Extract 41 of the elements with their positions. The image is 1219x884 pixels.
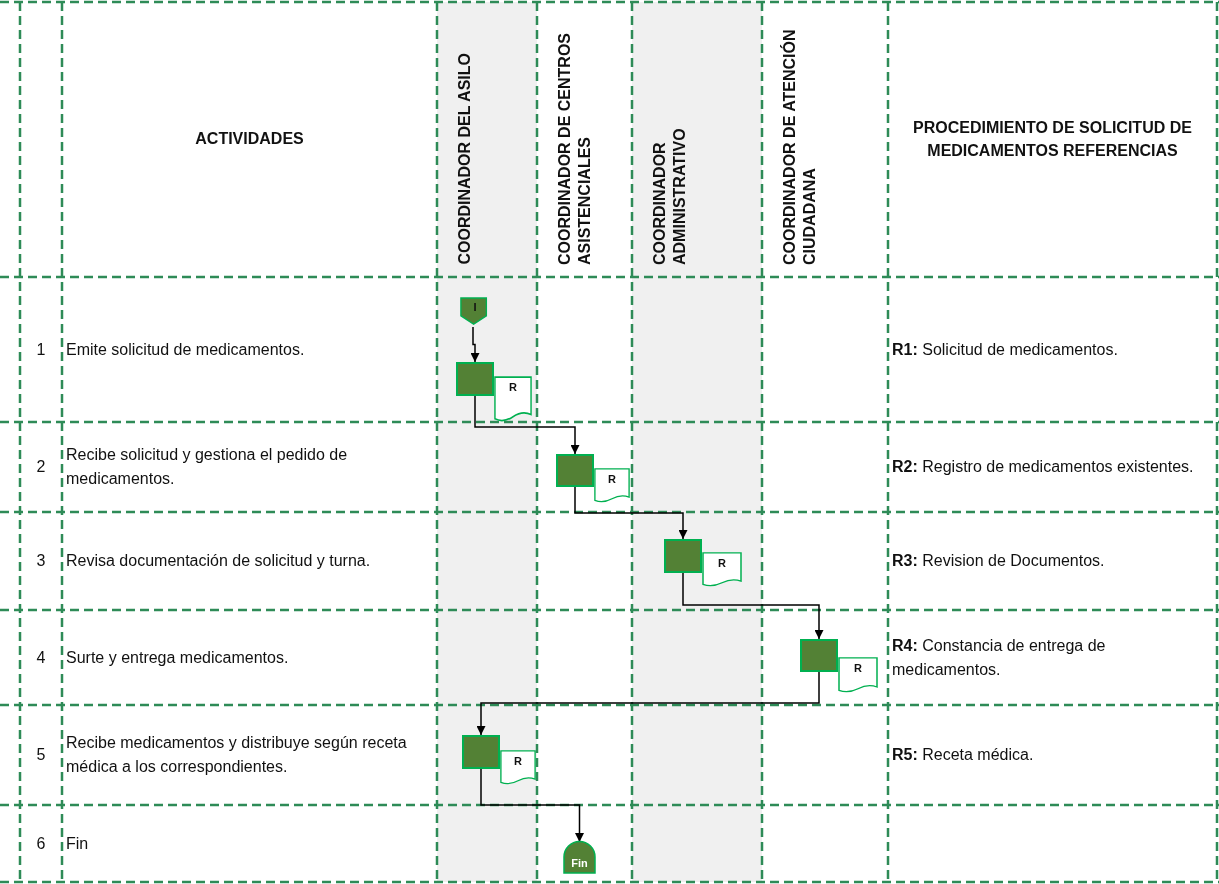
process-box bbox=[462, 735, 500, 769]
activity-text: Emite solicitud de medicamentos. bbox=[66, 339, 305, 360]
activity-text: Fin bbox=[66, 833, 89, 854]
activity-text: Recibe medicamentos y distribuye según receta médica a los correspondientes. bbox=[66, 733, 408, 777]
process-box bbox=[556, 454, 594, 487]
lane-header: COORDINADOR DE ATENCIÓN CIUDADANA bbox=[780, 28, 819, 265]
arrow bbox=[682, 572, 824, 640]
document-symbol: R bbox=[838, 657, 878, 692]
document-symbol: R bbox=[702, 552, 742, 586]
process-box bbox=[456, 362, 494, 396]
column-header: PROCEDIMIENTO DE SOLICITUD DE MEDICAMENTOS REFERENCIAS bbox=[912, 118, 1193, 161]
reference-text: R3: Revision de Documentos. bbox=[892, 551, 1105, 571]
row-number: 4 bbox=[36, 647, 46, 668]
lane-header: COORDINADOR ADMINISTRATIVO bbox=[650, 127, 689, 265]
row-number: 5 bbox=[36, 745, 46, 765]
end-symbol: Fin bbox=[563, 842, 596, 874]
reference-text: R1: Solicitud de medicamentos. bbox=[892, 339, 1118, 360]
activity-text: Surte y entrega medicamentos. bbox=[66, 647, 289, 668]
row-number: 3 bbox=[36, 551, 46, 571]
lane-header: COORDINADOR DE CENTROS ASISTENCIALES bbox=[555, 32, 594, 265]
document-symbol: R bbox=[594, 468, 630, 502]
process-box bbox=[800, 639, 838, 672]
arrow bbox=[474, 395, 580, 455]
process-box bbox=[664, 539, 702, 573]
reference-text: R2: Registro de medicamentos existentes. bbox=[892, 457, 1194, 477]
document-symbol: R bbox=[494, 376, 532, 421]
row-number: 1 bbox=[36, 339, 46, 360]
arrow bbox=[574, 486, 688, 540]
arrow bbox=[476, 671, 820, 736]
document-symbol: R bbox=[500, 750, 536, 784]
activity-text: Revisa documentación de solicitud y turna. bbox=[66, 551, 371, 571]
column-header: ACTIVIDADES bbox=[194, 129, 305, 150]
reference-text: R5: Receta médica. bbox=[892, 745, 1034, 765]
reference-text: R4: Constancia de entrega de medicamentos. bbox=[892, 635, 1107, 680]
start-symbol: I bbox=[460, 297, 490, 327]
row-number: 6 bbox=[36, 833, 46, 854]
lane-header: COORDINADOR DEL ASILO bbox=[455, 53, 474, 265]
activity-text: Recibe solicitud y gestiona el pedido de medicamentos. bbox=[66, 445, 349, 489]
arrow bbox=[480, 768, 584, 843]
arrow bbox=[470, 326, 480, 363]
row-number: 2 bbox=[36, 457, 46, 477]
